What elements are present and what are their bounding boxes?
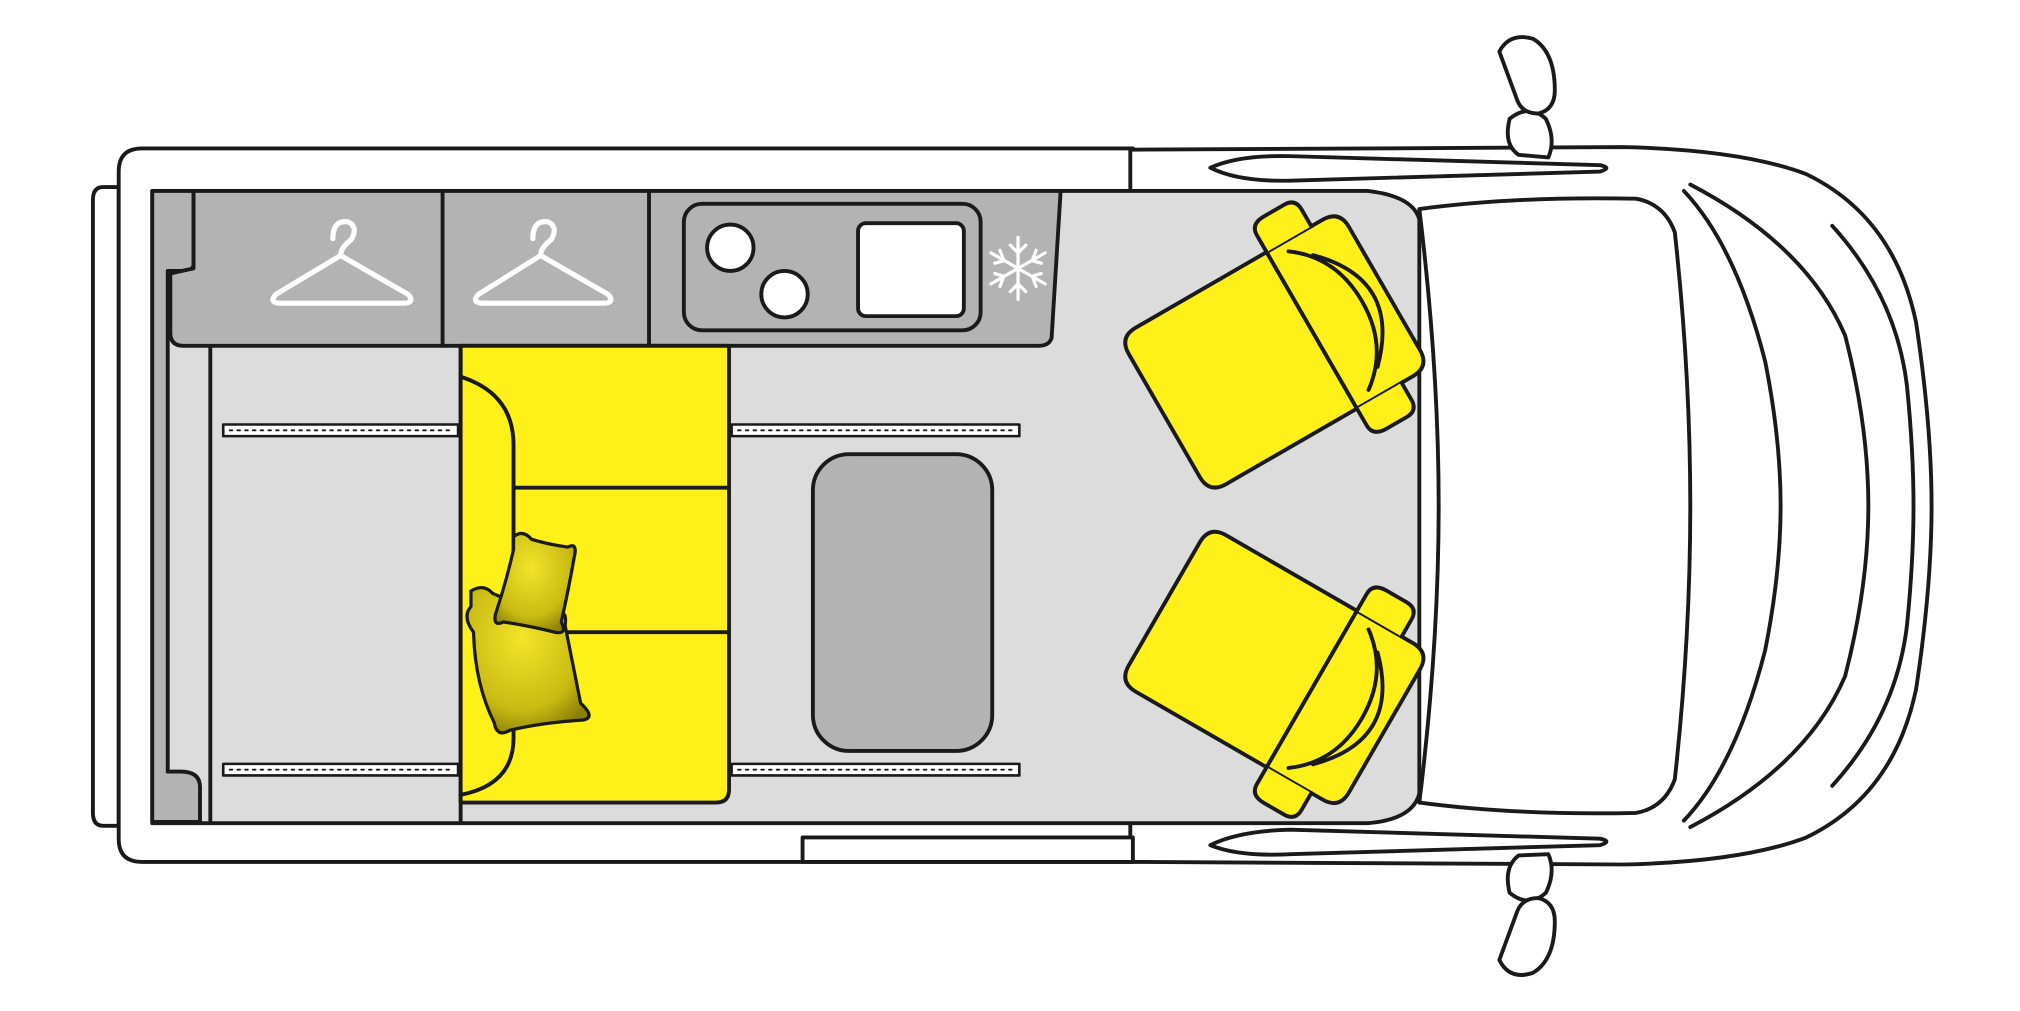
sink-icon [856, 221, 966, 319]
hanger-icon [472, 219, 614, 306]
rear-bumper [90, 185, 121, 828]
mirror-top-head [1497, 35, 1557, 116]
passenger-seat [1123, 529, 1426, 819]
cab-door-top [1208, 154, 1609, 183]
windshield [1681, 189, 1783, 823]
stove-burner-icon [759, 269, 810, 320]
snowflake-icon [989, 235, 1047, 301]
floor-rail [730, 423, 1021, 438]
hanger-icon [270, 219, 414, 306]
floor-rail [730, 762, 1021, 777]
mirror-top [1505, 109, 1554, 160]
driver-seat [1123, 200, 1426, 490]
sliding-door-track [800, 835, 1135, 864]
pillow-icon [493, 531, 577, 635]
dining-table [810, 452, 995, 753]
dashboard [1417, 182, 1916, 830]
cab-door-bottom [1208, 827, 1609, 857]
mirror-bottom [1505, 852, 1554, 903]
floor-rails [221, 423, 1021, 777]
dashboard-panel [1417, 196, 1693, 816]
mirror-bottom-head [1497, 896, 1557, 977]
stove-burner-icon [705, 222, 756, 273]
cab-door-lines [1208, 154, 1609, 857]
windshield-inner [1688, 182, 1871, 830]
hood-line [1830, 223, 1916, 788]
mirrors [1497, 35, 1557, 977]
